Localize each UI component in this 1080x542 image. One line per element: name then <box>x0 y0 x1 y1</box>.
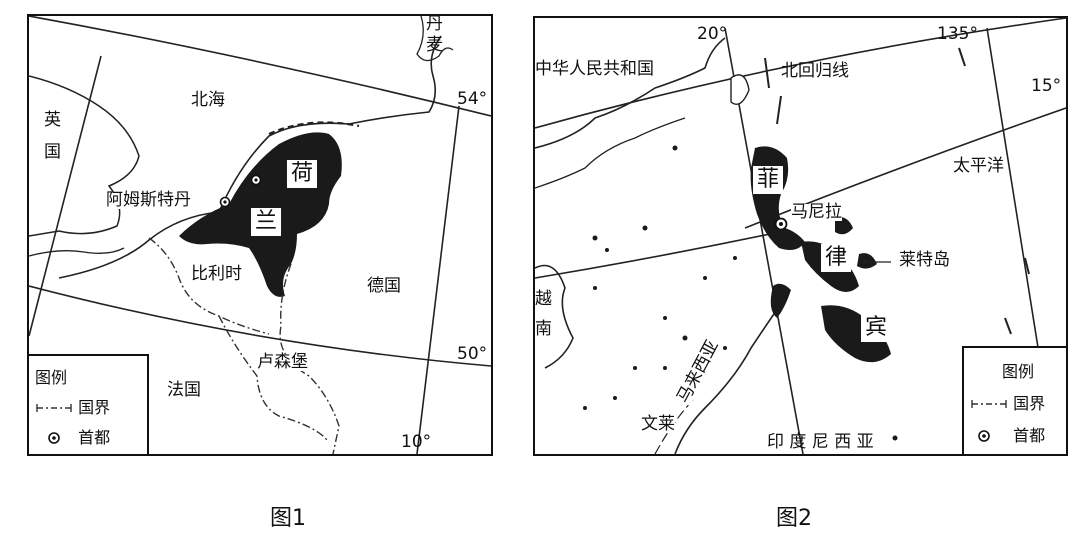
borneo-coastline <box>674 297 786 454</box>
legend-capital-label: 首都 <box>1013 426 1046 445</box>
longitude-10-line <box>416 105 460 454</box>
south-china-coast <box>535 117 686 189</box>
longitude-left-line <box>29 55 102 337</box>
taiwan-shape <box>730 74 750 105</box>
legend-capital-label: 首都 <box>78 428 111 447</box>
small-islands <box>583 145 898 441</box>
caption-figure-1: 图1 <box>270 506 306 531</box>
label-vietnam: 越南 <box>535 289 552 339</box>
label-north-sea: 北海 <box>191 90 225 110</box>
luzon-shape <box>750 146 805 250</box>
label-longitude-10: 10° <box>401 432 432 452</box>
label-philippines-2: 律 <box>821 244 852 272</box>
label-tropic-of-cancer: 北回归线 <box>781 61 849 81</box>
palawan-shape <box>770 283 791 318</box>
label-pacific-ocean: 太平洋 <box>953 156 1004 176</box>
label-germany: 德国 <box>367 276 401 296</box>
caption-figure-2: 图2 <box>776 506 812 531</box>
label-philippines-1: 菲 <box>753 166 784 194</box>
label-netherlands-2: 兰 <box>251 208 282 236</box>
label-belgium: 比利时 <box>191 264 242 284</box>
label-china: 中华人民共和国 <box>535 59 654 79</box>
label-longitude-135: 135° <box>937 24 978 44</box>
uk-coastline <box>29 75 140 237</box>
legend-capital-row: 首都 <box>35 424 110 448</box>
label-latitude-50: 50° <box>457 344 488 364</box>
uk-coastline-2 <box>29 247 125 257</box>
legend-border-row: 国界 <box>35 394 110 418</box>
island-bits <box>835 217 877 269</box>
border-line-icon <box>971 400 1007 408</box>
coast-dashes <box>268 121 360 136</box>
legend-border-row: 国界 <box>970 390 1045 414</box>
label-indonesia: 印 度 尼 西 亚 <box>767 432 874 452</box>
map1-legend: 图例 国界 首都 <box>29 354 149 454</box>
border-netherlands-germany <box>279 263 340 454</box>
label-luxembourg: 卢森堡 <box>257 352 308 372</box>
legend-capital-row: 首都 <box>970 422 1045 446</box>
label-netherlands-1: 荷 <box>287 160 318 188</box>
label-manila: 马尼拉 <box>791 202 842 222</box>
legend-border-label: 国界 <box>78 398 111 417</box>
latitude-54-line <box>29 16 491 117</box>
border-belgium-netherlands <box>148 237 270 335</box>
label-philippines-3: 宾 <box>861 314 892 342</box>
label-france: 法国 <box>167 380 201 400</box>
legend-title: 图例 <box>1002 362 1035 381</box>
legend-title: 图例 <box>35 368 68 387</box>
vietnam-coastline <box>535 264 574 369</box>
capital-icon <box>978 430 990 442</box>
border-france <box>218 315 328 441</box>
border-line-icon <box>36 404 72 412</box>
label-amsterdam: 阿姆斯特丹 <box>106 190 191 210</box>
label-brunei: 文莱 <box>641 414 675 434</box>
mindanao-shape <box>821 305 891 363</box>
china-coastline <box>535 37 726 149</box>
latitude-lower-line <box>535 232 776 279</box>
map2-legend: 图例 国界 首都 <box>962 346 1066 454</box>
label-latitude-15: 15° <box>1031 76 1062 96</box>
label-leyte: 莱特岛 <box>899 250 950 270</box>
label-latitude-54: 54° <box>457 89 488 109</box>
continental-coastline <box>58 35 442 279</box>
tropic-of-cancer-line <box>535 18 1066 129</box>
label-longitude-20: 20° <box>697 24 728 44</box>
denmark-coast <box>416 16 454 62</box>
map-figure-1: 丹麦 北海 英国 阿姆斯特丹 荷 兰 比利时 德国 卢森堡 法国 54° 50°… <box>27 14 493 456</box>
label-denmark: 丹麦 <box>426 14 443 55</box>
label-uk: 英国 <box>44 110 61 162</box>
latitude-15-line <box>744 107 1066 229</box>
dash-marks <box>764 47 1030 335</box>
capital-icon <box>48 432 60 444</box>
map-figure-2: 中华人民共和国 20° 北回归线 135° 15° 太平洋 菲 马尼拉 律 莱特… <box>533 16 1068 456</box>
legend-border-label: 国界 <box>1013 394 1046 413</box>
